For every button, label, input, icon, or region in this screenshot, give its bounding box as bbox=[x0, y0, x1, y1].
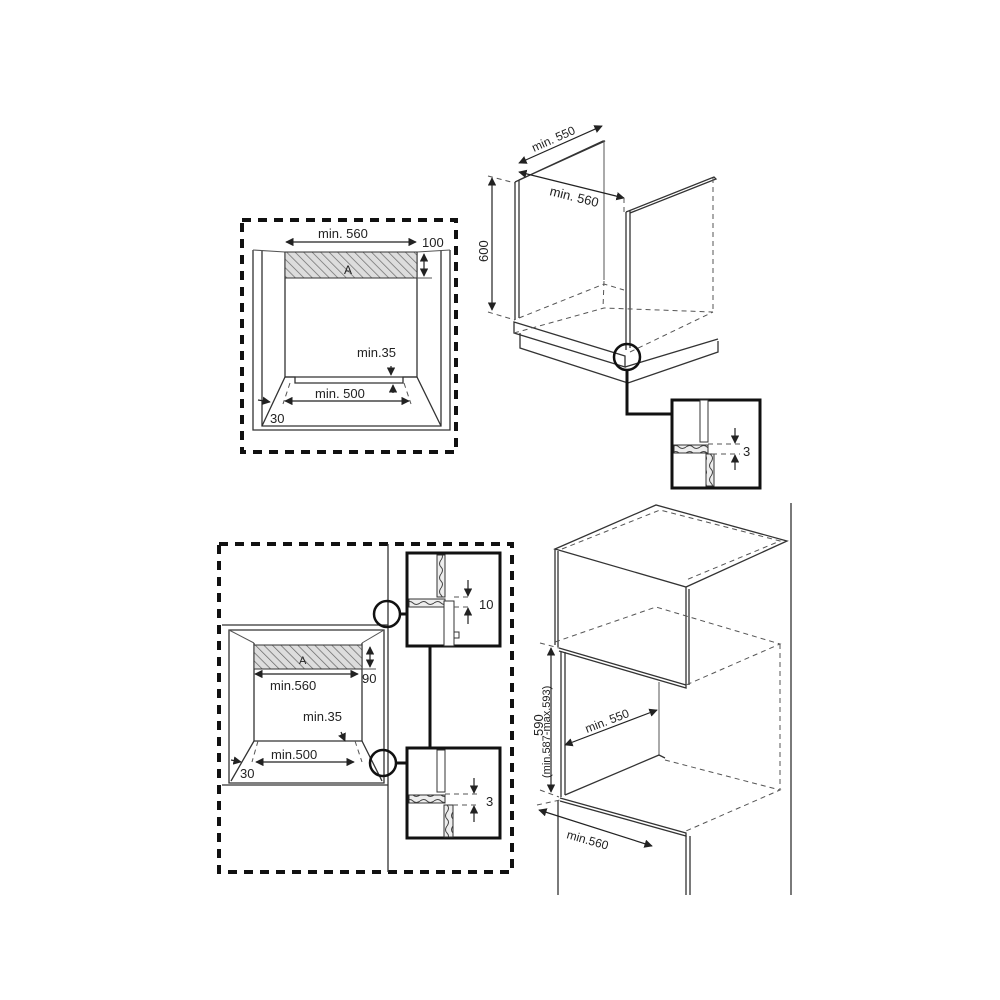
panel-top-left-front-view: min. 560 100 A min.35 min. 500 30 bbox=[240, 218, 458, 454]
label-gap: min.35 bbox=[357, 345, 396, 360]
zone-a-hatched-area bbox=[284, 251, 418, 279]
label-depth: min.500 bbox=[271, 747, 317, 762]
panel-bottom-right-tall-cabinet: 590 (min.587-max.593) min. 550 min.560 bbox=[531, 503, 792, 895]
label-vent-height: 90 bbox=[362, 671, 376, 686]
label-height-range: (min.587-max.593) bbox=[541, 686, 553, 778]
panel-top-right-undercounter-cabinet: min. 550 min. 560 600 3 bbox=[476, 123, 762, 490]
label-detail-gap: 3 bbox=[743, 444, 750, 459]
label-width: min. 560 bbox=[548, 183, 600, 210]
label-width: min. 560 bbox=[318, 226, 368, 241]
detail-circle-bottom bbox=[368, 748, 398, 778]
label-height: 590 bbox=[531, 714, 546, 736]
label-zone: A bbox=[344, 263, 352, 277]
label-zone: A bbox=[299, 655, 307, 667]
label-vent-height: 100 bbox=[422, 235, 444, 250]
label-depth: min. 500 bbox=[315, 386, 365, 401]
dashed-frame bbox=[240, 218, 458, 454]
label-side: 30 bbox=[270, 411, 284, 426]
label-width: min.560 bbox=[270, 678, 316, 693]
zone-a-hatched-area bbox=[253, 644, 363, 670]
detail-box bbox=[670, 398, 762, 490]
dashed-frame bbox=[217, 542, 514, 874]
label-depth: min. 550 bbox=[583, 706, 631, 736]
label-height: 600 bbox=[476, 240, 491, 262]
detail-circle-top bbox=[372, 599, 402, 629]
label-detail-top-gap: 10 bbox=[479, 597, 493, 612]
label-gap: min.35 bbox=[303, 709, 342, 724]
label-depth: min. 550 bbox=[530, 123, 578, 155]
label-width: min.560 bbox=[565, 827, 610, 852]
panel-bottom-left-front-view: A 90 min.560 min.35 min.500 30 10 3 bbox=[217, 542, 514, 874]
detail-box-bottom bbox=[405, 746, 502, 840]
label-detail-bottom-gap: 3 bbox=[486, 794, 493, 809]
label-side: 30 bbox=[240, 766, 254, 781]
